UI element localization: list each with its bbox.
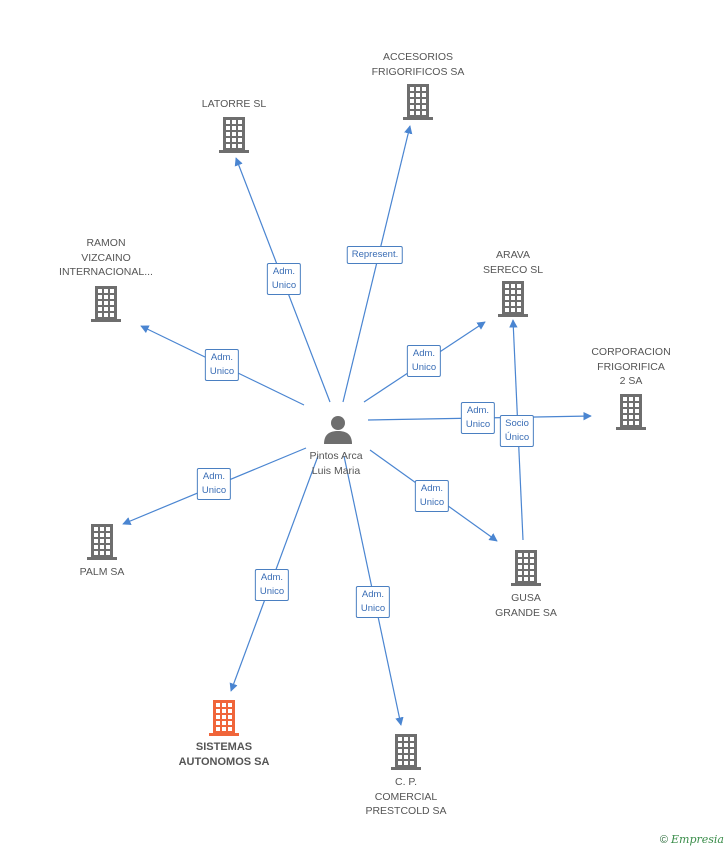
brand-name: Empresia [671,833,724,846]
edge-label-ramon[interactable]: Adm. Unico [204,349,240,381]
edge-label-line: Unico [411,362,437,373]
center-name-line2: Luis Maria [311,464,361,477]
company-accesorios-label[interactable]: ACCESORIOS FRIGORIFICOS SA [372,50,465,79]
company-arava-building-icon[interactable] [498,281,528,322]
company-label-line: 2 SA [619,375,643,387]
copyright-symbol: © [659,834,668,846]
company-label-line: ARAVA [495,249,531,261]
edge-label-sistemas[interactable]: Adm. Unico [254,569,290,601]
company-sistemas-building-icon[interactable] [209,700,239,741]
edge-label-line: Socio [505,418,529,429]
edge-label-line: Unico [209,366,235,377]
person-icon [324,416,352,444]
company-label-line: ACCESORIOS [382,51,454,63]
company-label-line: LATORRE SL [201,98,267,110]
edge-label-line: Unico [271,280,297,291]
company-label-line: VIZCAINO [81,251,131,264]
edge-label-line: Adm. [202,471,226,482]
company-label-line: SERECO SL [482,263,544,276]
company-latorre-label[interactable]: LATORRE SL [202,97,266,112]
edge-label-line: Adm. [272,266,296,277]
edge-label-accesorios[interactable]: Represent. [346,246,404,264]
edge-label-line: Represent. [351,249,399,260]
company-label-line: FRIGORIFICOS SA [371,65,465,78]
company-gusa-label[interactable]: GUSA GRANDE SA [495,591,557,620]
company-gusa-building-icon[interactable] [511,550,541,591]
company-label-line: INTERNACIONAL... [59,266,153,278]
company-accesorios-building-icon[interactable] [403,84,433,125]
company-latorre-building-icon[interactable] [219,117,249,158]
center-name-line1: Pintos Arca [309,450,363,462]
edge-label-line: Unico [465,419,491,430]
company-corporacion-label[interactable]: CORPORACION FRIGORIFICA 2 SA [591,345,670,389]
company-label-line: GUSA [511,592,541,604]
edge-accesorios [342,125,413,403]
edge-label-line: Unico [419,497,445,508]
company-label-line: FRIGORIFICA [597,360,665,373]
company-corporacion-building-icon[interactable] [616,394,646,435]
edge-label-corporacion[interactable]: Adm. Unico [460,402,496,434]
company-label-line: GRANDE SA [495,606,557,619]
company-label-line: AUTONOMOS SA [178,755,270,768]
footer-brand[interactable]: © Empresia [660,833,724,846]
edge-label-line: Unico [201,485,227,496]
company-label-line: PALM SA [79,566,125,578]
edge-label-line: Unico [360,603,386,614]
company-label-line: SISTEMAS [195,741,253,753]
edge-label-palm[interactable]: Adm. Unico [196,468,232,500]
company-palm-building-icon[interactable] [87,524,117,565]
edge-label-line: Adm. [210,352,234,363]
center-person[interactable] [322,414,354,449]
edge-label-arava[interactable]: Adm. Unico [406,345,442,377]
edge-label-line: Adm. [466,405,490,416]
company-label-line: CORPORACION [591,346,671,358]
company-label-line: RAMON [86,237,126,249]
edge-label-line: Adm. [361,589,385,600]
company-label-line: PRESTCOLD SA [365,805,447,817]
edge-label-gusa[interactable]: Adm. Unico [414,480,450,512]
company-ramon-building-icon[interactable] [91,286,121,327]
company-sistemas-label[interactable]: SISTEMAS AUTONOMOS SA [179,740,270,769]
company-cp-label[interactable]: C. P. COMERCIAL PRESTCOLD SA [365,775,446,819]
center-person-label[interactable]: Pintos Arca Luis Maria [309,449,362,478]
edge-label-line: Adm. [260,572,284,583]
edge-label-line: Único [504,432,530,443]
company-arava-label[interactable]: ARAVA SERECO SL [483,248,543,277]
edge-label-line: Adm. [412,348,436,359]
company-label-line: COMERCIAL [374,790,438,803]
company-palm-label[interactable]: PALM SA [80,565,125,580]
edge-label-cp[interactable]: Adm. Unico [355,586,391,618]
edge-label-latorre[interactable]: Adm. Unico [266,263,302,295]
edge-label-line: Adm. [420,483,444,494]
company-label-line: C. P. [395,776,417,788]
company-ramon-label[interactable]: RAMON VIZCAINO INTERNACIONAL... [59,236,153,280]
company-cp-building-icon[interactable] [391,734,421,775]
edge-label-line: Unico [259,586,285,597]
